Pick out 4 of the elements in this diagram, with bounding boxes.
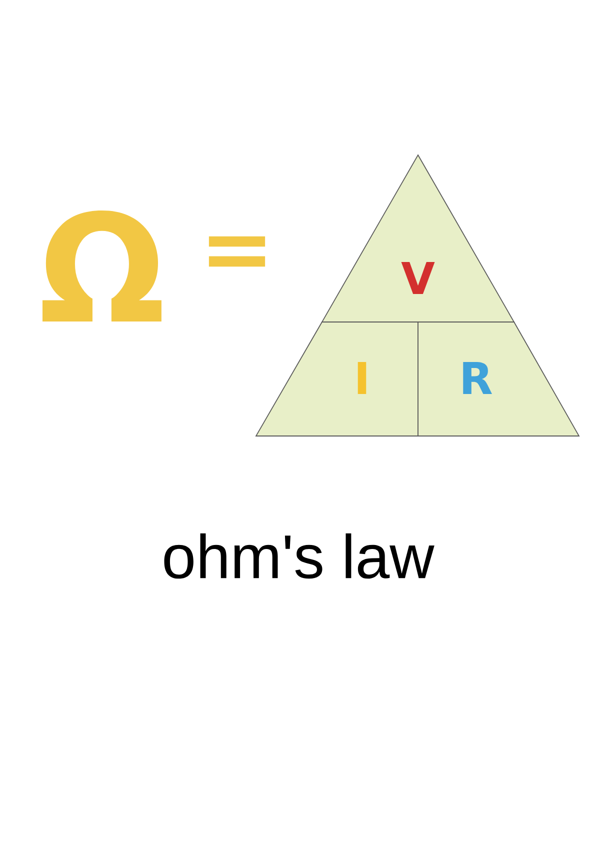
triangle-section: R	[418, 322, 580, 436]
ohm-symbol: Ω	[42, 210, 162, 322]
title: ohm's law	[164, 533, 434, 579]
equals-sign: =	[208, 236, 266, 267]
